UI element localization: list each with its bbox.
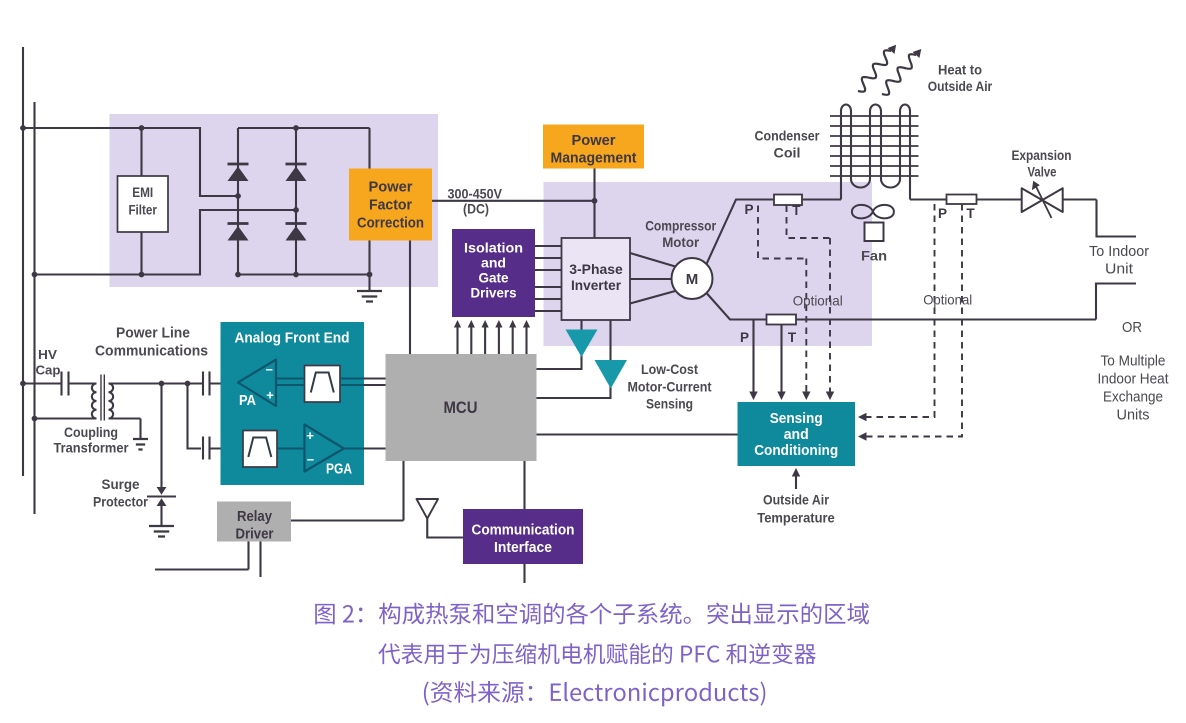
- svg-text:To Multiple: To Multiple: [1101, 354, 1166, 370]
- svg-text:Sensing: Sensing: [646, 396, 693, 412]
- svg-text:Isolation: Isolation: [464, 240, 523, 256]
- svg-text:Exchange: Exchange: [1103, 390, 1163, 406]
- svg-text:Factor: Factor: [369, 198, 412, 214]
- svg-text:+: +: [266, 388, 274, 403]
- svg-text:Condenser: Condenser: [755, 128, 820, 144]
- svg-text:and: and: [481, 255, 506, 271]
- svg-text:Motor-Current: Motor-Current: [628, 379, 712, 395]
- svg-text:Indoor Heat: Indoor Heat: [1098, 372, 1169, 388]
- svg-text:Communications: Communications: [95, 344, 208, 360]
- svg-text:MCU: MCU: [444, 399, 478, 417]
- svg-text:Valve: Valve: [1028, 164, 1057, 180]
- svg-text:OR: OR: [1122, 320, 1142, 336]
- svg-text:P: P: [740, 330, 749, 345]
- svg-text:EMI: EMI: [132, 185, 153, 200]
- svg-text:Inverter: Inverter: [571, 277, 622, 293]
- svg-text:PGA: PGA: [326, 462, 352, 478]
- svg-text:Power: Power: [572, 133, 616, 149]
- svg-text:Filter: Filter: [128, 203, 157, 218]
- svg-text:P: P: [938, 206, 947, 221]
- svg-text:T: T: [966, 206, 975, 221]
- svg-text:Analog Front End: Analog Front End: [235, 330, 350, 347]
- svg-text:Transformer: Transformer: [54, 440, 130, 456]
- svg-text:M: M: [686, 271, 699, 288]
- svg-text:Cap: Cap: [36, 363, 61, 378]
- svg-text:Drivers: Drivers: [471, 285, 517, 301]
- svg-text:Low-Cost: Low-Cost: [641, 361, 698, 377]
- svg-text:Heat to: Heat to: [938, 62, 982, 78]
- svg-text:+: +: [306, 428, 314, 443]
- svg-text:Gate: Gate: [479, 270, 509, 286]
- svg-text:HV: HV: [38, 347, 57, 362]
- svg-text:Optional: Optional: [923, 292, 972, 308]
- svg-text:Expansion: Expansion: [1012, 147, 1072, 163]
- svg-text:Power Line: Power Line: [116, 326, 190, 342]
- svg-text:–: –: [266, 362, 273, 377]
- svg-text:and: and: [784, 427, 809, 443]
- svg-text:Sensing: Sensing: [770, 411, 823, 427]
- svg-text:Motor: Motor: [662, 234, 700, 250]
- svg-text:P: P: [744, 202, 753, 217]
- svg-text:Fan: Fan: [861, 248, 887, 264]
- svg-text:Relay: Relay: [237, 509, 272, 525]
- svg-text:Surge: Surge: [102, 476, 140, 492]
- svg-text:(DC): (DC): [463, 202, 489, 217]
- svg-text:Outside Air: Outside Air: [928, 78, 993, 94]
- svg-text:300-450V: 300-450V: [448, 187, 503, 202]
- svg-text:Unit: Unit: [1105, 262, 1133, 278]
- svg-text:Interface: Interface: [494, 540, 552, 556]
- svg-text:Protector: Protector: [93, 494, 148, 510]
- svg-text:Coil: Coil: [774, 145, 801, 161]
- svg-text:Coupling: Coupling: [64, 424, 118, 440]
- svg-text:–: –: [307, 452, 314, 467]
- svg-text:Compressor: Compressor: [645, 218, 716, 234]
- svg-text:T: T: [792, 203, 801, 218]
- svg-text:Management: Management: [551, 151, 637, 167]
- svg-text:Correction: Correction: [357, 216, 424, 232]
- svg-text:Driver: Driver: [236, 527, 274, 543]
- svg-text:Temperature: Temperature: [757, 510, 835, 526]
- svg-text:To Indoor: To Indoor: [1089, 244, 1149, 260]
- svg-text:Optional: Optional: [793, 293, 843, 309]
- svg-text:3-Phase: 3-Phase: [569, 261, 623, 277]
- svg-text:Conditioning: Conditioning: [754, 443, 838, 459]
- svg-text:PA: PA: [239, 393, 256, 409]
- svg-text:Power: Power: [369, 180, 413, 196]
- svg-text:Units: Units: [1117, 408, 1150, 424]
- svg-text:T: T: [788, 330, 797, 345]
- svg-text:Outside Air: Outside Air: [763, 492, 829, 508]
- svg-text:Communication: Communication: [472, 523, 575, 539]
